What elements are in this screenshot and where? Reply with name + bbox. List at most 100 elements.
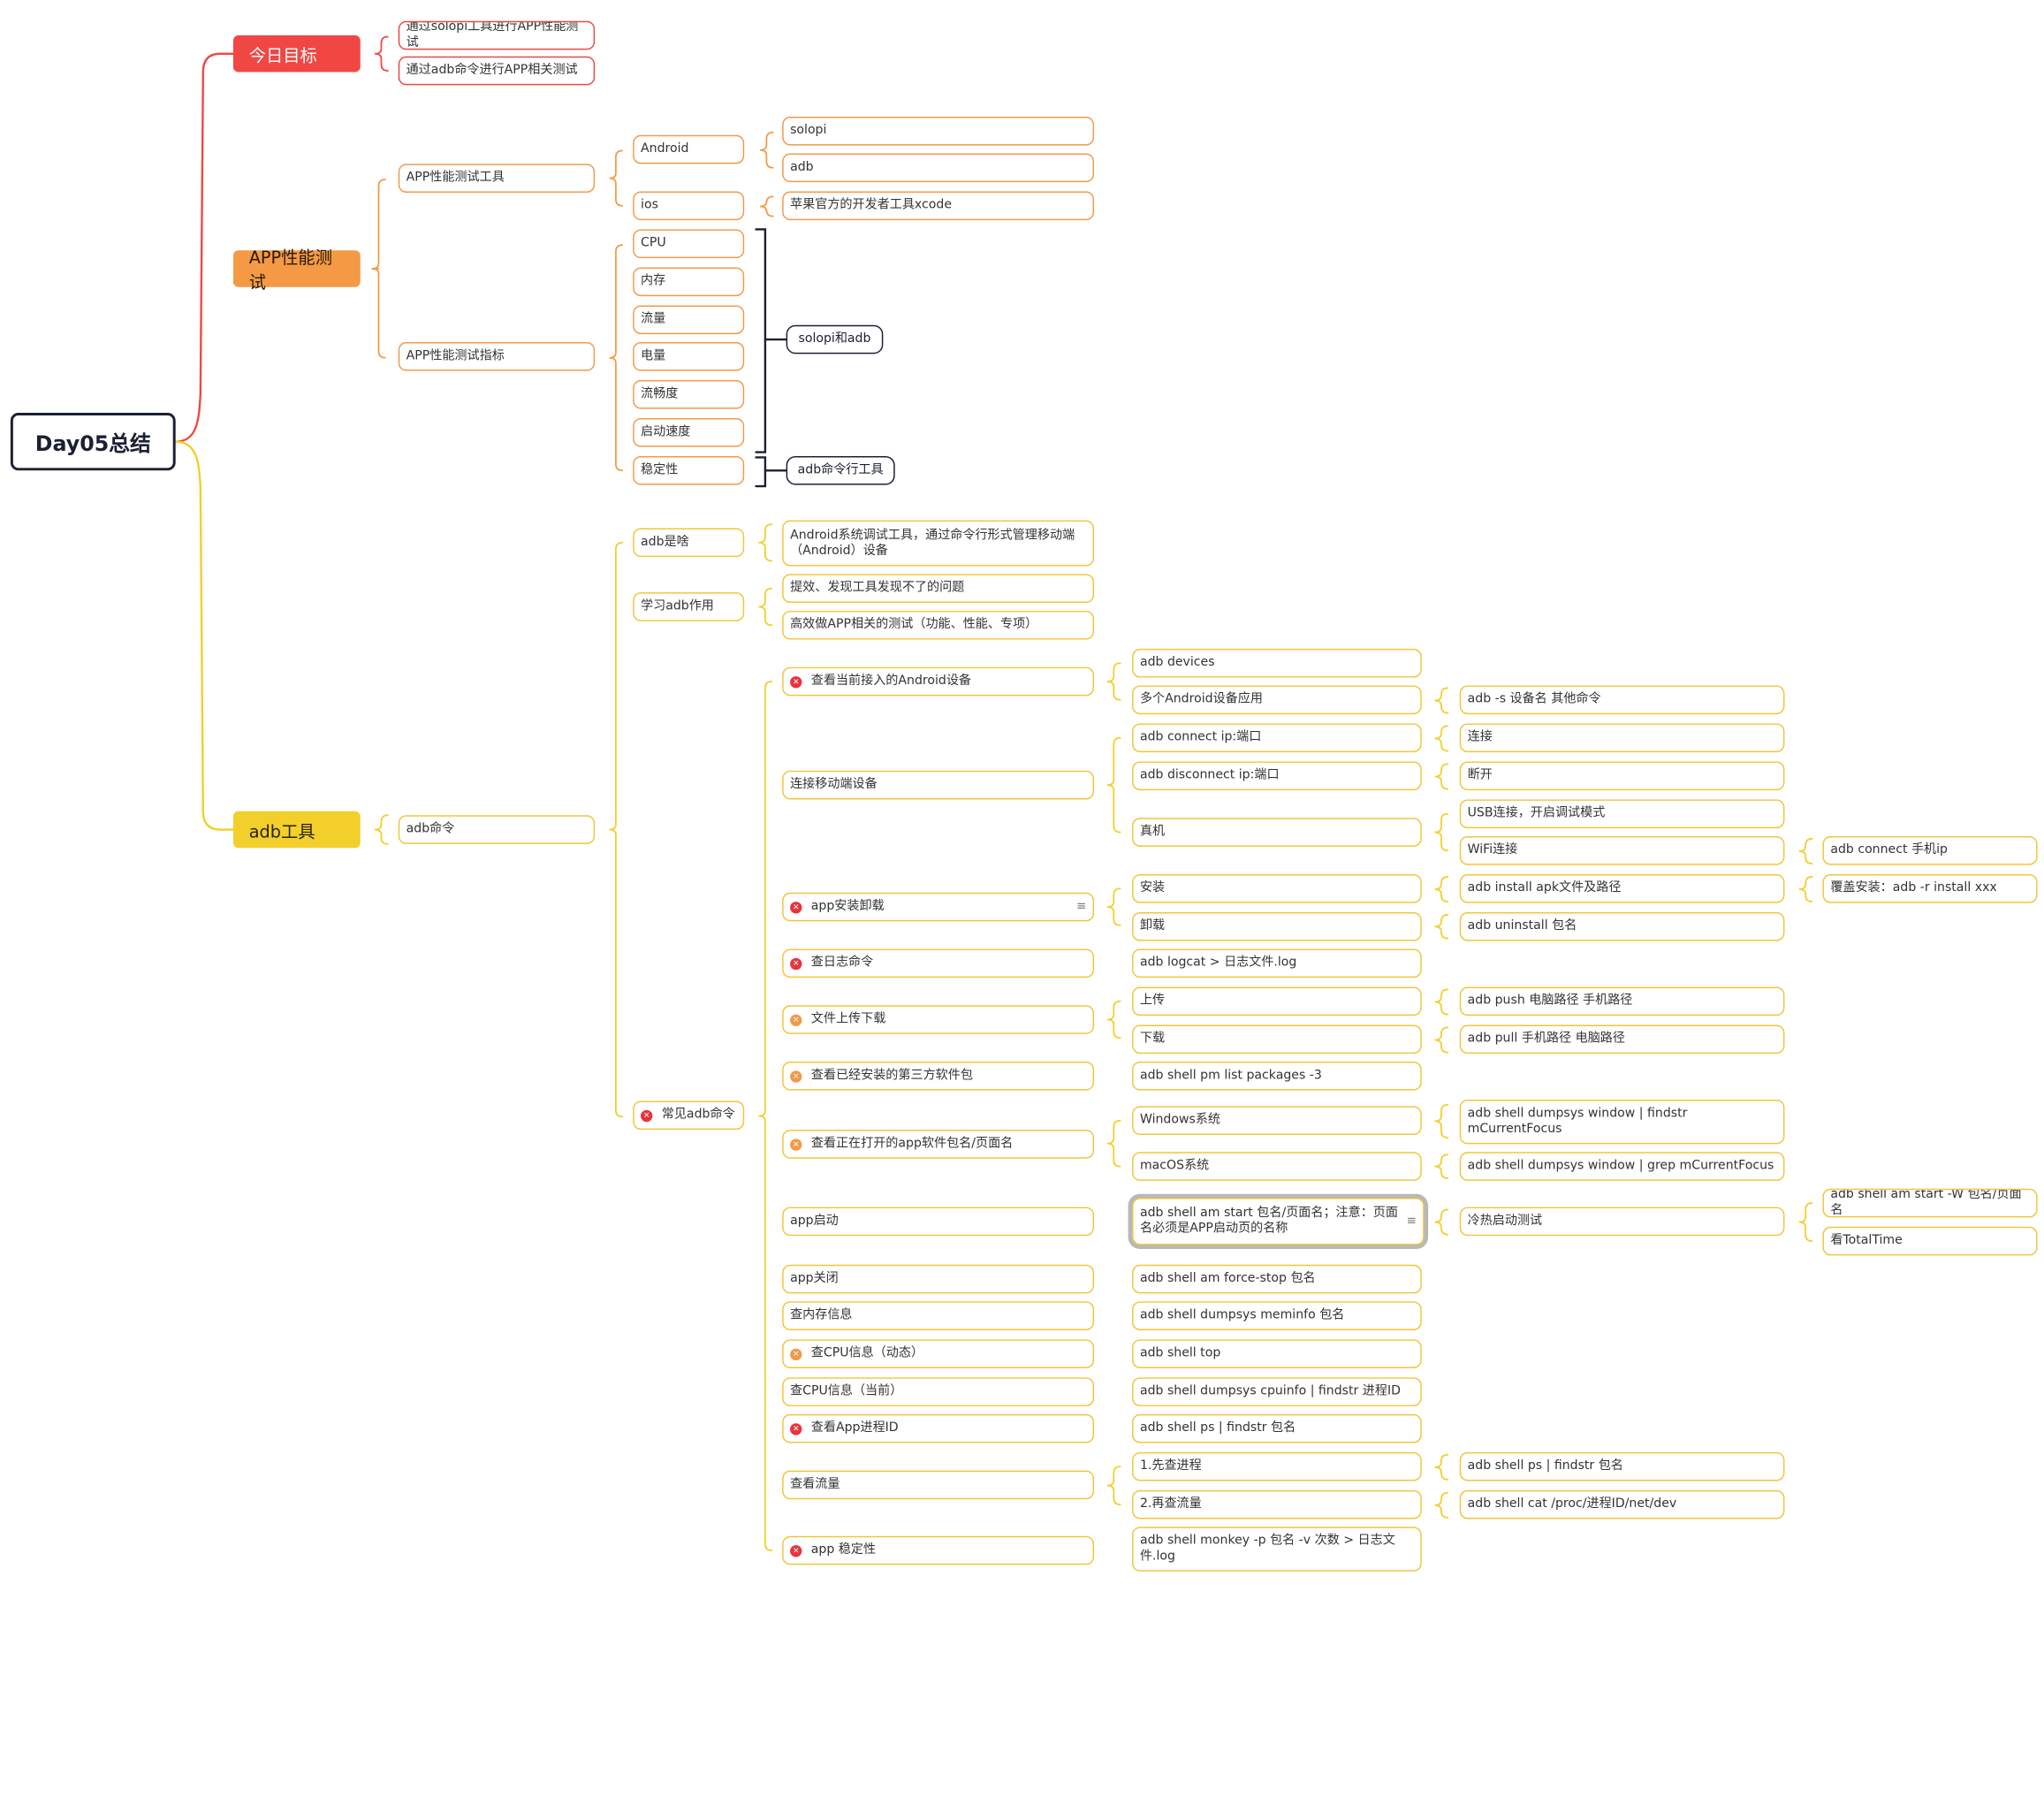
file-item[interactable]: 上传 xyxy=(1132,986,1422,1017)
focus-item[interactable]: macOS系统 xyxy=(1132,1152,1422,1181)
cmd-cpu-dynamic[interactable]: 查CPU信息（动态） xyxy=(782,1339,1095,1368)
node-label: 看TotalTime xyxy=(1830,1233,1903,1248)
devices-item[interactable]: adb devices xyxy=(1132,648,1422,678)
adb-common[interactable]: 常见adb命令 xyxy=(633,1100,745,1131)
metric-item[interactable]: 电量 xyxy=(633,341,745,371)
note-lines-icon[interactable]: ≡ xyxy=(1406,1214,1417,1229)
mem-cmd[interactable]: adb shell dumpsys meminfo 包名 xyxy=(1132,1301,1422,1330)
android-tool[interactable]: solopi xyxy=(782,116,1095,146)
metric-item[interactable]: 内存 xyxy=(633,267,745,297)
cmd-monkey[interactable]: app 稳定性 xyxy=(782,1535,1095,1565)
packages-cmd[interactable]: adb shell pm list packages -3 xyxy=(1132,1061,1422,1091)
node-label: adb shell ps | findstr 包名 xyxy=(1467,1458,1623,1473)
disconnect-desc[interactable]: 断开 xyxy=(1459,761,1785,791)
bracket xyxy=(1106,1119,1121,1168)
uninstall-cmd[interactable]: adb uninstall 包名 xyxy=(1459,911,1785,941)
ios-tool[interactable]: 苹果官方的开发者工具xcode xyxy=(782,191,1095,221)
cover-install-cmd[interactable]: 覆盖安装：adb -r install xxx xyxy=(1822,873,2038,903)
topic-goal[interactable]: 今日目标 xyxy=(232,35,361,72)
goal-item[interactable]: 通过solopi工具进行APP性能测试 xyxy=(398,20,596,50)
adb-what-desc[interactable]: Android系统调试工具，通过命令行形式管理移动端（Android）设备 xyxy=(782,520,1095,567)
cmd-start[interactable]: app启动 xyxy=(782,1207,1095,1237)
cmd-connect[interactable]: 连接移动端设备 xyxy=(782,770,1095,800)
bracket xyxy=(1798,876,1813,902)
adb-why[interactable]: 学习adb作用 xyxy=(633,592,745,621)
connect-item[interactable]: adb connect ip:端口 xyxy=(1132,723,1422,753)
root-topic[interactable]: Day05总结 xyxy=(10,413,176,471)
connect-item[interactable]: adb disconnect ip:端口 xyxy=(1132,761,1422,791)
install-item[interactable]: 安装 xyxy=(1132,873,1422,903)
log-cmd[interactable]: adb logcat > 日志文件.log xyxy=(1132,948,1422,978)
cmd-devices[interactable]: 查看当前接入的Android设备 xyxy=(782,666,1095,697)
pull-cmd[interactable]: adb pull 手机路径 电脑路径 xyxy=(1459,1024,1785,1055)
topic-perf-label: APP性能测试 xyxy=(248,248,332,294)
start-cmd[interactable]: adb shell am start 包名/页面名；注意：页面名必须是APP启动… xyxy=(1132,1198,1425,1245)
metric-item[interactable]: 启动速度 xyxy=(633,417,745,447)
start-w-cmd[interactable]: adb shell am start -W 包名/页面名 xyxy=(1822,1188,2038,1218)
multi-device-cmd[interactable]: adb -s 设备名 其他命令 xyxy=(1459,685,1785,715)
ios-tool-label: 苹果官方的开发者工具xcode xyxy=(790,197,952,213)
connect-desc[interactable]: 连接 xyxy=(1459,723,1785,753)
summary-adb-cli[interactable]: adb命令行工具 xyxy=(786,455,895,485)
adb-why-item[interactable]: 高效做APP相关的测试（功能、性能、专项） xyxy=(782,610,1095,640)
android-tool[interactable]: adb xyxy=(782,153,1095,183)
metric-item[interactable]: CPU xyxy=(633,229,745,259)
focus-item[interactable]: Windows系统 xyxy=(1132,1106,1422,1136)
cmd-packages[interactable]: 查看已经安装的第三方软件包 xyxy=(782,1061,1095,1091)
real-device-item[interactable]: USB连接，开启调试模式 xyxy=(1459,799,1785,829)
metric-item[interactable]: 流量 xyxy=(633,305,745,335)
goal-item[interactable]: 通过adb命令进行APP相关测试 xyxy=(398,56,596,86)
bracket xyxy=(609,244,624,472)
traffic-ps-cmd[interactable]: adb shell ps | findstr 包名 xyxy=(1459,1451,1785,1481)
tools-ios[interactable]: ios xyxy=(633,191,745,221)
install-item[interactable]: 卸载 xyxy=(1132,911,1422,941)
note-lines-icon[interactable]: ≡ xyxy=(1075,900,1087,914)
cmd-pid[interactable]: 查看App进程ID xyxy=(782,1413,1095,1443)
connect-item[interactable]: 真机 xyxy=(1132,818,1422,847)
adb-command[interactable]: adb命令 xyxy=(398,815,596,844)
metric-item[interactable]: 稳定性 xyxy=(633,455,745,485)
summary-bracket xyxy=(755,456,767,488)
perf-tools[interactable]: APP性能测试工具 xyxy=(398,164,596,193)
traffic-item[interactable]: 2.再查流量 xyxy=(1132,1489,1422,1519)
cmd-stop[interactable]: app关闭 xyxy=(782,1264,1095,1294)
cmd-file[interactable]: 文件上传下载 xyxy=(782,1005,1095,1034)
totaltime-item[interactable]: 看TotalTime xyxy=(1822,1226,2038,1256)
mac-focus-cmd[interactable]: adb shell dumpsys window | grep mCurrent… xyxy=(1459,1152,1785,1181)
cpu-dyn-cmd[interactable]: adb shell top xyxy=(1132,1339,1422,1368)
cmd-mem[interactable]: 查内存信息 xyxy=(782,1301,1095,1330)
goal-item-label: 通过adb命令进行APP相关测试 xyxy=(406,63,578,78)
cmd-cpu-current[interactable]: 查CPU信息（当前） xyxy=(782,1377,1095,1406)
cmd-label: 文件上传下载 xyxy=(810,1011,886,1026)
tools-android[interactable]: Android xyxy=(633,134,745,164)
traffic-item[interactable]: 1.先查进程 xyxy=(1132,1451,1422,1481)
node-label: 2.再查流量 xyxy=(1139,1496,1202,1511)
cpu-now-cmd[interactable]: adb shell dumpsys cpuinfo | findstr 进程ID xyxy=(1132,1377,1422,1406)
metric-item-label: 稳定性 xyxy=(641,462,679,477)
cmd-traffic[interactable]: 查看流量 xyxy=(782,1470,1095,1500)
pid-cmd[interactable]: adb shell ps | findstr 包名 xyxy=(1132,1413,1422,1443)
install-cmd[interactable]: adb install apk文件及路径 xyxy=(1459,873,1785,903)
adb-why-item[interactable]: 提效、发现工具发现不了的问题 xyxy=(782,574,1095,604)
adb-what[interactable]: adb是啥 xyxy=(633,528,745,558)
real-device-item[interactable]: WiFi连接 xyxy=(1459,835,1785,865)
start-test[interactable]: 冷热启动测试 xyxy=(1459,1207,1785,1237)
file-item[interactable]: 下载 xyxy=(1132,1024,1422,1055)
topic-adb[interactable]: adb工具 xyxy=(232,811,361,849)
cmd-focus[interactable]: 查看正在打开的app软件包名/页面名 xyxy=(782,1130,1095,1159)
metric-item[interactable]: 流畅度 xyxy=(633,379,745,409)
traffic-cat-cmd[interactable]: adb shell cat /proc/进程ID/net/dev xyxy=(1459,1489,1785,1519)
devices-item[interactable]: 多个Android设备应用 xyxy=(1132,685,1422,715)
perf-metrics[interactable]: APP性能测试指标 xyxy=(398,341,596,371)
cmd-install[interactable]: app安装卸载≡ xyxy=(782,892,1095,922)
monkey-cmd[interactable]: adb shell monkey -p 包名 -v 次数 > 日志文件.log xyxy=(1132,1527,1422,1572)
push-cmd[interactable]: adb push 电脑路径 手机路径 xyxy=(1459,986,1785,1017)
node-label: 多个Android设备应用 xyxy=(1139,691,1263,707)
topic-perf[interactable]: APP性能测试 xyxy=(232,249,361,293)
wifi-cmd[interactable]: adb connect 手机ip xyxy=(1822,835,2038,865)
summary-solopi-adb[interactable]: solopi和adb xyxy=(786,324,884,354)
cmd-log[interactable]: 查日志命令 xyxy=(782,948,1095,978)
stop-cmd[interactable]: adb shell am force-stop 包名 xyxy=(1132,1264,1422,1294)
win-focus-cmd[interactable]: adb shell dumpsys window | findstr mCurr… xyxy=(1459,1099,1785,1145)
node-label: 连接 xyxy=(1467,729,1493,745)
